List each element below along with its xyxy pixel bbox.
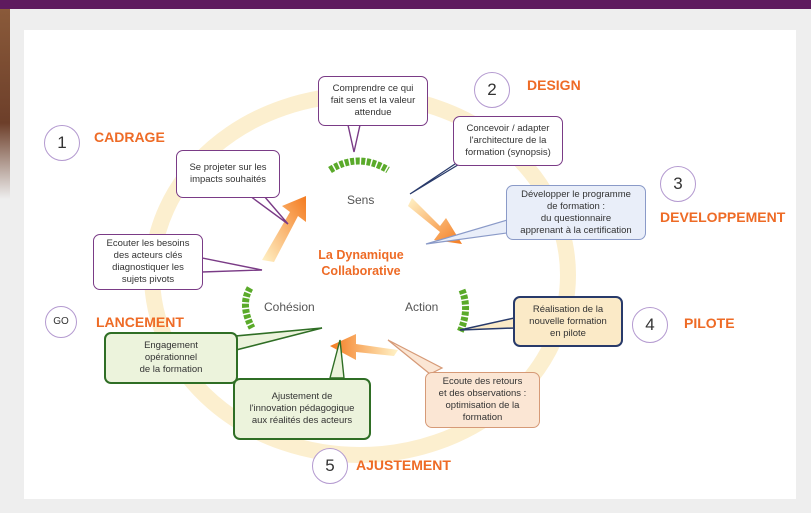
green-arc-action [456,288,469,334]
ring-label-sens: Sens [347,193,375,207]
step-number-3: 3 [660,166,696,202]
step-label-ajustement: AJUSTEMENT [356,457,451,473]
arrow-top-left [262,196,306,262]
center-title: La Dynamique Collaborative [318,248,404,278]
callout-impacts: Se projeter sur les impacts souhaités [176,150,280,198]
step-label-lancement: LANCEMENT [96,314,184,330]
callout-engagement: Engagement opérationnel de la formation [104,332,238,384]
pointer-engagement [235,327,323,352]
pointer-besoins [201,257,263,273]
top-bar [0,0,811,9]
step-number-go: GO [45,306,77,338]
step-number-2: 2 [474,72,510,108]
green-arc-sens [328,157,390,174]
callout-ecoute: Ecoute des retours et des observations :… [425,372,540,428]
callout-programme: Développer le programme de formation : d… [506,185,646,240]
arrow-bottom [330,334,398,360]
step-label-cadrage: CADRAGE [94,129,165,145]
arrow-right [408,198,462,244]
step-label-pilote: PILOTE [684,315,735,331]
pointer-ecoute [387,339,444,375]
step-label-design: DESIGN [527,77,581,93]
step-number-1: 1 [44,125,80,161]
callout-pilote: Réalisation de la nouvelle formation en … [513,296,623,347]
ring-label-cohesion: Cohésion [264,300,315,314]
pointer-impacts [247,195,289,225]
ring-label-action: Action [405,300,439,314]
pointer-pilote [459,317,515,331]
step-number-4: 4 [632,307,668,343]
callout-sens: Comprendre ce qui fait sens et la valeur… [318,76,428,126]
green-arc-cohesion [242,286,256,330]
left-photo-strip [0,9,10,199]
callout-besoins: Ecouter les besoins des acteurs clés dia… [93,234,203,290]
callout-architecture: Concevoir / adapter l'architecture de la… [453,116,563,166]
step-label-developpement: DEVELOPPEMENT [660,209,786,225]
step-number-5: 5 [312,448,348,484]
pointer-sens [347,124,361,153]
callout-ajustement: Ajustement de l'innovation pédagogique a… [233,378,371,440]
